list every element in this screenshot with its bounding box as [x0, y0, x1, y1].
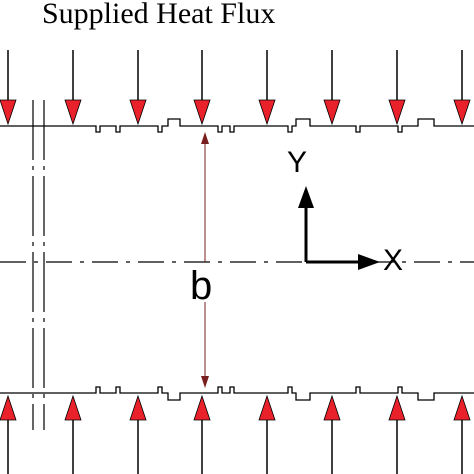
gap-label-b: b	[190, 264, 213, 308]
bottom-heat-flux-arrow-2	[64, 394, 82, 474]
top-heat-flux-arrow-5	[258, 50, 276, 126]
x-axis-arrowhead	[358, 254, 380, 270]
x-axis-label: X	[383, 244, 404, 277]
bottom-heat-flux-arrows	[0, 394, 471, 474]
top-heat-flux-arrow-8	[453, 50, 471, 126]
top-heat-flux-arrow-7	[388, 50, 406, 126]
top-heat-flux-arrow-4	[193, 50, 211, 126]
top-wall-profile	[0, 118, 474, 133]
bottom-heat-flux-arrow-5	[258, 394, 276, 474]
top-heat-flux-arrows	[0, 50, 471, 126]
bottom-heat-flux-arrow-6	[323, 394, 341, 474]
bottom-heat-flux-arrow-3	[129, 394, 147, 474]
bottom-heat-flux-arrow-7	[388, 394, 406, 474]
top-heat-flux-arrow-2	[64, 50, 82, 126]
bottom-wall-profile	[0, 386, 474, 401]
diagram-title: Supplied Heat Flux	[42, 0, 276, 30]
bottom-heat-flux-arrow-4	[193, 394, 211, 474]
top-heat-flux-arrow-6	[323, 50, 341, 126]
top-heat-flux-arrow-3	[129, 50, 147, 126]
y-axis-arrowhead	[298, 186, 314, 208]
bottom-heat-flux-arrow-1	[0, 394, 17, 474]
top-heat-flux-arrow-1	[0, 50, 17, 126]
dimension-arrowhead-top	[201, 132, 209, 144]
y-axis-label: Y	[287, 146, 308, 179]
dimension-arrowhead-bottom	[201, 376, 209, 388]
bottom-heat-flux-arrow-8	[453, 394, 471, 474]
